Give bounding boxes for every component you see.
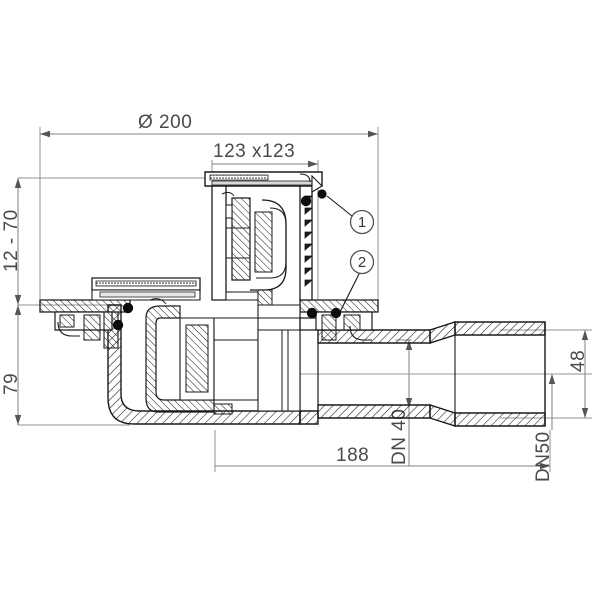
callout-2[interactable]: 2: [339, 249, 375, 313]
dimension-outlet-length: 188: [215, 445, 550, 470]
dimension-outlet-height: 48: [568, 330, 589, 418]
callout-2-label: 2: [358, 254, 366, 271]
clamp-ring-upper-left: [91, 277, 201, 301]
outlet-pipe-dn40: [317, 329, 431, 419]
dimension-body-height: 79: [1, 305, 22, 425]
callout-2-circle[interactable]: [349, 249, 375, 275]
dimension-label-outlet-length: 188: [336, 445, 369, 466]
odour-trap-insert-upper: [221, 191, 287, 291]
dimension-label-adjustable-height: 12 - 70: [1, 209, 22, 272]
dimension-adjustable-height: 12 - 70: [1, 178, 22, 305]
dimension-label-outlet-height: 48: [568, 350, 589, 372]
dimension-label-grate-size: 123 x123: [213, 141, 295, 162]
dimension-label-outlet-nominal: DN50: [533, 431, 554, 482]
dimension-outlet-nominal: DN50: [533, 374, 556, 482]
odour-trap-insert-lower: [145, 298, 259, 415]
dimension-label-outer-diameter: Ø 200: [138, 112, 192, 133]
callout-1-circle[interactable]: [349, 209, 375, 235]
extension-lines: [18, 127, 592, 472]
seal-gaskets: [112, 189, 342, 331]
callout-1-label: 1: [358, 214, 366, 231]
outlet-transition-cone: [429, 321, 456, 427]
body-inner-walls: [225, 289, 301, 412]
dimension-label-inlet-nominal: DN 40: [389, 409, 410, 465]
outlet-pipe-dn50: [454, 321, 546, 427]
dimension-outer-diameter: Ø 200: [40, 112, 378, 138]
clamp-flange-right: [299, 299, 379, 341]
clamp-flange-left: [39, 299, 131, 349]
dimension-grate-size: 123 x123: [212, 141, 318, 168]
grate-assembly-top: [204, 171, 323, 193]
callout-1[interactable]: 1: [326, 195, 375, 235]
dimension-label-body-height: 79: [1, 373, 22, 395]
